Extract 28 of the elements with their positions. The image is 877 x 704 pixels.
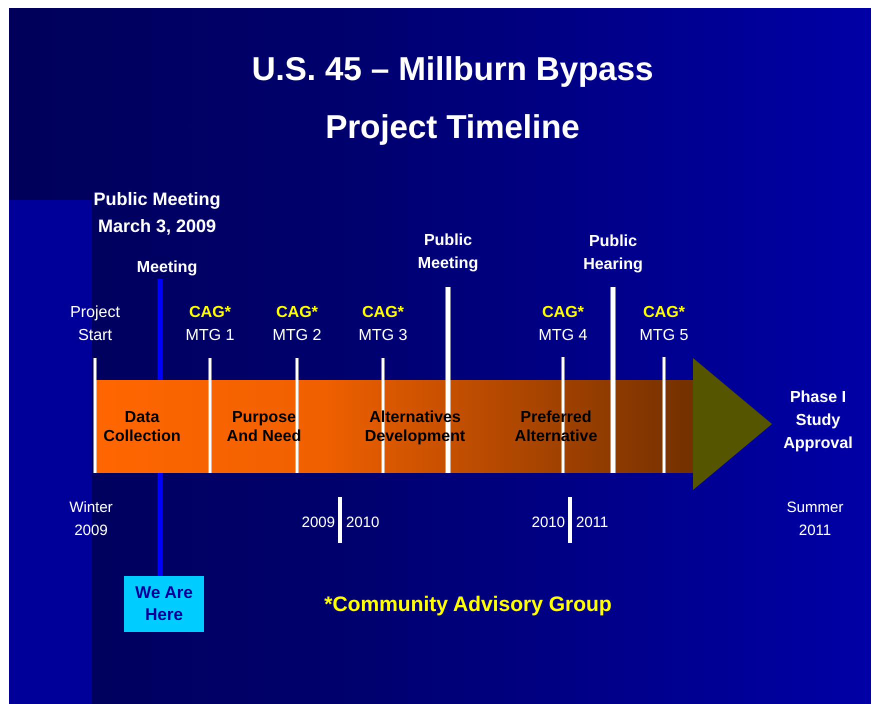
timeline-label: 2009 — [300, 513, 335, 533]
title: U.S. 45 – Millburn Bypass Project Timeline — [250, 49, 654, 147]
timeline-label: MTG 5 — [638, 326, 690, 346]
timeline-label: Public Meeting — [416, 231, 480, 274]
timeline-label: Phase I Study Approval — [782, 388, 854, 454]
timeline-label: 2010 — [346, 513, 380, 533]
timeline-label: Project Start — [69, 303, 121, 346]
timeline-label: 2011 — [576, 513, 610, 533]
timeline-label: CAG* — [642, 303, 686, 323]
marker-line — [158, 473, 162, 576]
timeline-label: CAG* — [361, 303, 405, 323]
marker-line — [158, 279, 162, 380]
timeline-label: MTG 2 — [272, 326, 322, 346]
milestone-label: Meeting — [127, 256, 207, 279]
phase-label: Data Collection — [102, 408, 182, 446]
timeline-label: CAG* — [541, 303, 585, 323]
timeline-label: CAG* — [275, 303, 319, 323]
timeline-label: Public Hearing — [582, 232, 644, 275]
timeline-label: Summer 2011 — [786, 498, 844, 541]
timeline-label: MTG 1 — [184, 326, 236, 346]
timeline-label: MTG 3 — [358, 326, 408, 346]
you-are-here-box: We Are Here — [124, 576, 204, 632]
footnote: *Community Advisory Group — [323, 592, 613, 618]
timeline-label: CAG* — [188, 303, 232, 323]
timeline-label: MTG 4 — [538, 326, 588, 346]
timeline-label: 2010 — [530, 513, 565, 533]
timeline-label: Public Meeting March 3, 2009 — [92, 188, 222, 238]
timeline-label: Winter 2009 — [68, 498, 114, 541]
